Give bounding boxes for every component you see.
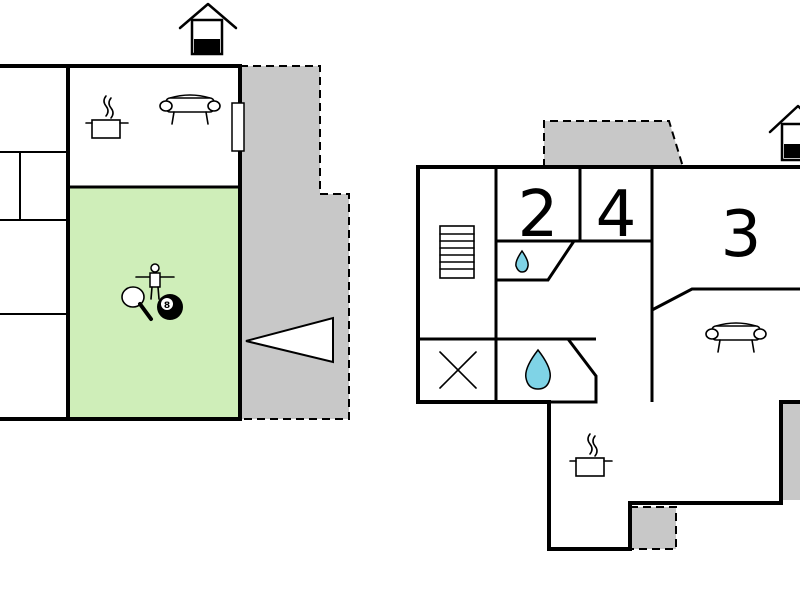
- terrace-right: [781, 402, 800, 500]
- terrace-left: [239, 65, 350, 420]
- left-outer-wall: [0, 64, 242, 421]
- right-outer-wall: [416, 165, 800, 551]
- interior-wall: [496, 240, 576, 282]
- room-3-label: 3: [721, 198, 762, 272]
- left-building: 8: [0, 2, 350, 421]
- room-4-label: 4: [596, 178, 637, 252]
- activity-room: [68, 187, 240, 419]
- sofa-icon: [705, 322, 767, 353]
- billiard-ball-number: 8: [164, 301, 170, 311]
- billiard-icon: 8: [157, 294, 183, 320]
- staircase-icon: [439, 225, 475, 279]
- house-entrance-icon: [178, 2, 238, 56]
- house-entrance-icon: [768, 104, 800, 162]
- interior-wall: [549, 338, 598, 404]
- kitchen-pot-icon: [569, 433, 613, 477]
- room-2-label: 2: [518, 178, 559, 252]
- terrace-bottom-fill: [632, 509, 675, 547]
- window: [231, 102, 245, 152]
- shower-icon: [515, 249, 529, 273]
- sofa-icon: [159, 94, 221, 125]
- table-tennis-icon: [121, 286, 153, 321]
- kitchen-pot-icon: [85, 95, 129, 139]
- interior-wall: [651, 287, 800, 312]
- terrace-top-fill: [546, 123, 681, 165]
- terrace-icon: [245, 316, 334, 364]
- table-football-icon: [135, 263, 175, 300]
- bath-icon: [525, 348, 551, 390]
- technical-room-icon: [439, 351, 477, 389]
- right-building: 2 4 3: [416, 104, 800, 551]
